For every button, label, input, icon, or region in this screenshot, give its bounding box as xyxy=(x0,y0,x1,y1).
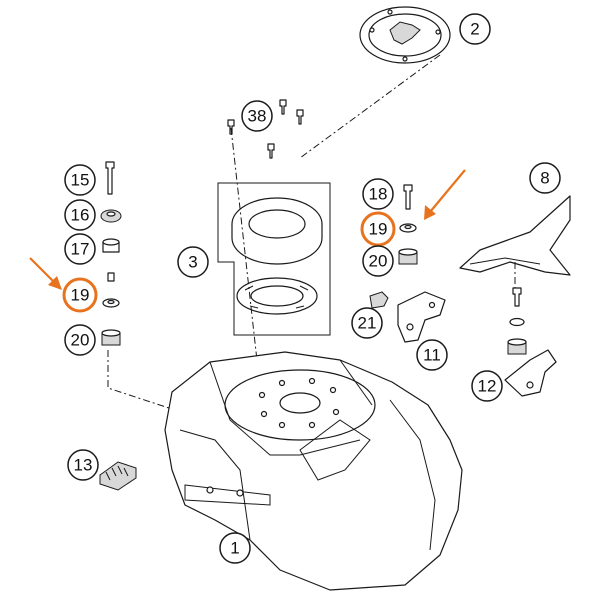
callout-19-left-label: 19 xyxy=(71,286,90,305)
seat-lock-part-8 xyxy=(459,195,571,300)
callout-8: 8 xyxy=(529,162,561,194)
callout-15-label: 15 xyxy=(71,171,90,190)
callout-17: 17 xyxy=(64,233,96,265)
callout-2-label: 2 xyxy=(470,20,479,39)
right-hardware-stack xyxy=(398,184,418,265)
highlight-arrow-left xyxy=(29,257,62,290)
callout-8-label: 8 xyxy=(540,169,549,188)
callout-1-label: 1 xyxy=(230,539,239,558)
callout-3: 3 xyxy=(177,246,209,278)
callout-19-left: 19 xyxy=(62,277,98,313)
callout-13: 13 xyxy=(67,449,99,481)
callout-18: 18 xyxy=(362,178,394,210)
callout-38: 38 xyxy=(241,100,273,132)
callout-21-label: 21 xyxy=(358,314,377,333)
clip-part-21 xyxy=(369,291,389,309)
callout-11-label: 11 xyxy=(423,346,441,365)
callout-20-right-label: 20 xyxy=(369,252,388,271)
callout-17-label: 17 xyxy=(71,240,90,259)
callout-15: 15 xyxy=(64,164,96,196)
callout-19-right-label: 19 xyxy=(369,220,388,239)
callout-13-label: 13 xyxy=(74,456,93,475)
callout-3-label: 3 xyxy=(188,253,197,272)
callout-12: 12 xyxy=(471,370,503,402)
callout-20-right: 20 xyxy=(362,245,394,277)
fuel-tank-part xyxy=(164,351,463,591)
bracket-part-11 xyxy=(397,291,446,343)
callout-2: 2 xyxy=(459,13,491,45)
callout-38-label: 38 xyxy=(248,107,267,126)
left-hardware-stack xyxy=(100,161,176,411)
callout-16: 16 xyxy=(64,199,96,231)
highlight-arrow-right xyxy=(424,169,466,220)
filler-flange-assembly xyxy=(217,127,331,406)
screws-part-38 xyxy=(227,99,304,159)
callout-18-label: 18 xyxy=(369,185,388,204)
callout-16-label: 16 xyxy=(71,206,90,225)
callout-20-left-label: 20 xyxy=(71,331,90,350)
bracket-part-12 xyxy=(504,287,557,397)
callout-1: 1 xyxy=(219,532,251,564)
callout-21: 21 xyxy=(351,307,383,339)
fuel-cap-part xyxy=(299,6,451,159)
callout-19-right: 19 xyxy=(360,211,396,247)
callout-20-left: 20 xyxy=(64,324,96,356)
pad-part-13 xyxy=(99,461,137,491)
callout-11: 11 xyxy=(416,339,448,371)
callout-12-label: 12 xyxy=(478,377,497,396)
